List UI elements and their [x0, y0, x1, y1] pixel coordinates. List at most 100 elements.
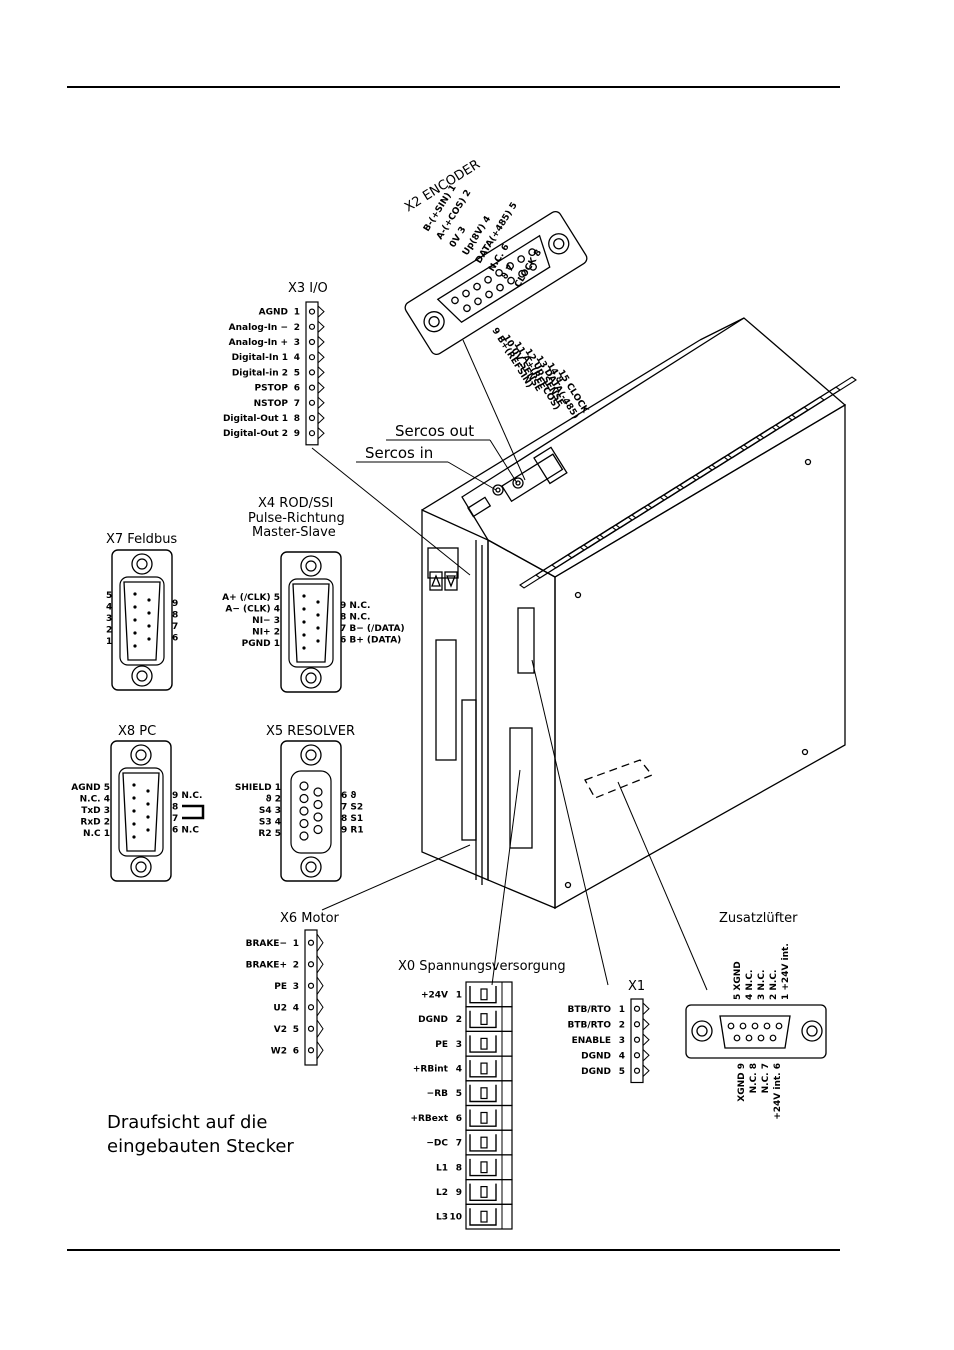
- x6-pin-label: U2: [273, 1003, 287, 1013]
- x0-pin-number: 2: [456, 1015, 462, 1025]
- x0-pin-number: 6: [456, 1114, 462, 1124]
- x8-pin: [132, 835, 136, 839]
- x5-pin-label-left: ϑ 2: [266, 795, 281, 805]
- x3-pin-label: Digital-in 2: [232, 368, 288, 378]
- x0-pin-label: DGND: [418, 1015, 448, 1025]
- x7-pin: [133, 644, 137, 648]
- x0-pin-number: 5: [456, 1089, 462, 1099]
- x2-pin-bottom: [529, 263, 537, 271]
- x1-pin-number: 3: [619, 1036, 625, 1046]
- x3-pin-label: Analog-In +: [229, 338, 288, 348]
- x4-pin: [302, 594, 306, 598]
- x4-pin-label-right: 9 N.C.: [340, 601, 370, 611]
- x3-pin-number: 8: [294, 414, 300, 424]
- x6-pin-label: PE: [274, 982, 287, 992]
- x0-terminal: [480, 1037, 488, 1050]
- x2-pin-top: [462, 289, 470, 298]
- fan-pin-label-top: 5 XGND: [733, 961, 743, 1000]
- x7-pin: [133, 592, 137, 596]
- x4-pin-label-left: A+ (/CLK) 5: [222, 593, 280, 603]
- x8-pin-label-right: 9 N.C.: [172, 791, 202, 801]
- x7-pin: [147, 637, 151, 641]
- x2-pin-top: [473, 282, 481, 291]
- x3-pin-label: NSTOP: [254, 399, 289, 409]
- x5-pin-label-right: 8 S1: [341, 814, 363, 824]
- fan-pin-label-bottom: N.C. 7: [761, 1063, 771, 1093]
- x8-pin: [146, 802, 150, 806]
- fan-pin: [739, 1022, 747, 1030]
- x0-pin-label: L1: [436, 1163, 448, 1173]
- x6-pin-number: 3: [293, 982, 299, 992]
- x2-pin-bottom: [507, 276, 515, 285]
- fan-pin-label-bottom: +24V int. 6: [773, 1063, 783, 1120]
- x3-title: X3 I/O: [288, 281, 328, 296]
- fan-pin-label-top: 2 N.C.: [769, 970, 779, 1000]
- x3-pin-number: 2: [294, 323, 300, 333]
- x7-pin-number-left: 4: [106, 603, 112, 613]
- x5-pin: [299, 831, 309, 841]
- x3-pin-label: PSTOP: [255, 384, 289, 394]
- x0-title: X0 Spannungsversorgung: [398, 959, 566, 974]
- x3-pin-number: 9: [294, 429, 300, 439]
- x0-pin-number: 7: [456, 1139, 462, 1149]
- x8-pin: [146, 789, 150, 793]
- x3-pin-number: 4: [294, 353, 300, 363]
- x0-pin-number: 3: [456, 1040, 462, 1050]
- servo-drive-body: [421, 317, 847, 910]
- x7-pin: [133, 605, 137, 609]
- x6-title: X6 Motor: [280, 911, 340, 926]
- x6-pin: [307, 939, 315, 946]
- x1-pin-label: ENABLE: [572, 1036, 611, 1046]
- x1-pin-label: BTB/RTO: [568, 1005, 612, 1015]
- fan-pin: [727, 1022, 735, 1030]
- x6-pin: [307, 961, 315, 968]
- x7-pin: [147, 611, 151, 615]
- x5-pin-label-right: 7 S2: [341, 803, 363, 813]
- x3-pin: [308, 308, 316, 315]
- x8-pin-label-right: 7: [172, 814, 178, 824]
- x5-title: X5 RESOLVER: [266, 724, 355, 739]
- x3-pin: [308, 338, 316, 346]
- x5-pin: [299, 806, 309, 816]
- x0-pin-number: 1: [456, 990, 462, 1000]
- fan-pin: [751, 1022, 759, 1030]
- x3-pin: [308, 354, 316, 361]
- x4-pin-label-left: NI− 3: [252, 616, 280, 626]
- x2-pin-top: [451, 296, 459, 305]
- x6-pin-label: BRAKE+: [246, 960, 287, 970]
- x0-pin-label: L2: [436, 1188, 448, 1198]
- x3-pin-number: 3: [294, 338, 300, 348]
- x3-pin: [308, 414, 316, 422]
- x8-pin-label-left: RxD 2: [80, 818, 110, 828]
- x0-pin-label: PE: [435, 1040, 448, 1050]
- x7-pin: [133, 631, 137, 635]
- x6-pin: [307, 1004, 315, 1011]
- fan-pin: [763, 1022, 771, 1030]
- x6-pin-number: 6: [293, 1046, 299, 1056]
- fan-pin: [733, 1034, 741, 1042]
- x8-pin: [146, 815, 150, 819]
- x1-pin-label: DGND: [581, 1051, 611, 1061]
- fan-pin: [769, 1034, 777, 1042]
- x0-pin-label: +24V: [421, 990, 448, 1000]
- x5-resolver-connector: X5 RESOLVER SHIELD 1ϑ 2S4 3S3 4R2 56 ϑ7 …: [235, 724, 364, 882]
- x8-pin-label-right: 6 N.C: [172, 826, 199, 836]
- x2-pin-label-left: CLOCK 8: [513, 248, 544, 289]
- x1-pin-label: DGND: [581, 1067, 611, 1077]
- x0-power-connector: X0 Spannungsversorgung 1+24V2DGND3PE4+RB…: [398, 959, 566, 1230]
- x8-pin: [146, 828, 150, 832]
- x4-pin-label-right: 6 B+ (DATA): [340, 636, 401, 646]
- x0-pin-number: 10: [449, 1213, 462, 1223]
- x1-pin-number: 4: [619, 1051, 625, 1061]
- x5-pin-label-left: S4 3: [259, 806, 281, 816]
- x0-terminal: [480, 1013, 488, 1026]
- x8-pin-label-left: TxD 3: [81, 806, 110, 816]
- x5-pin-label-left: R2 5: [258, 829, 281, 839]
- x0-terminal: [480, 1111, 488, 1124]
- x0-terminal: [480, 1210, 488, 1223]
